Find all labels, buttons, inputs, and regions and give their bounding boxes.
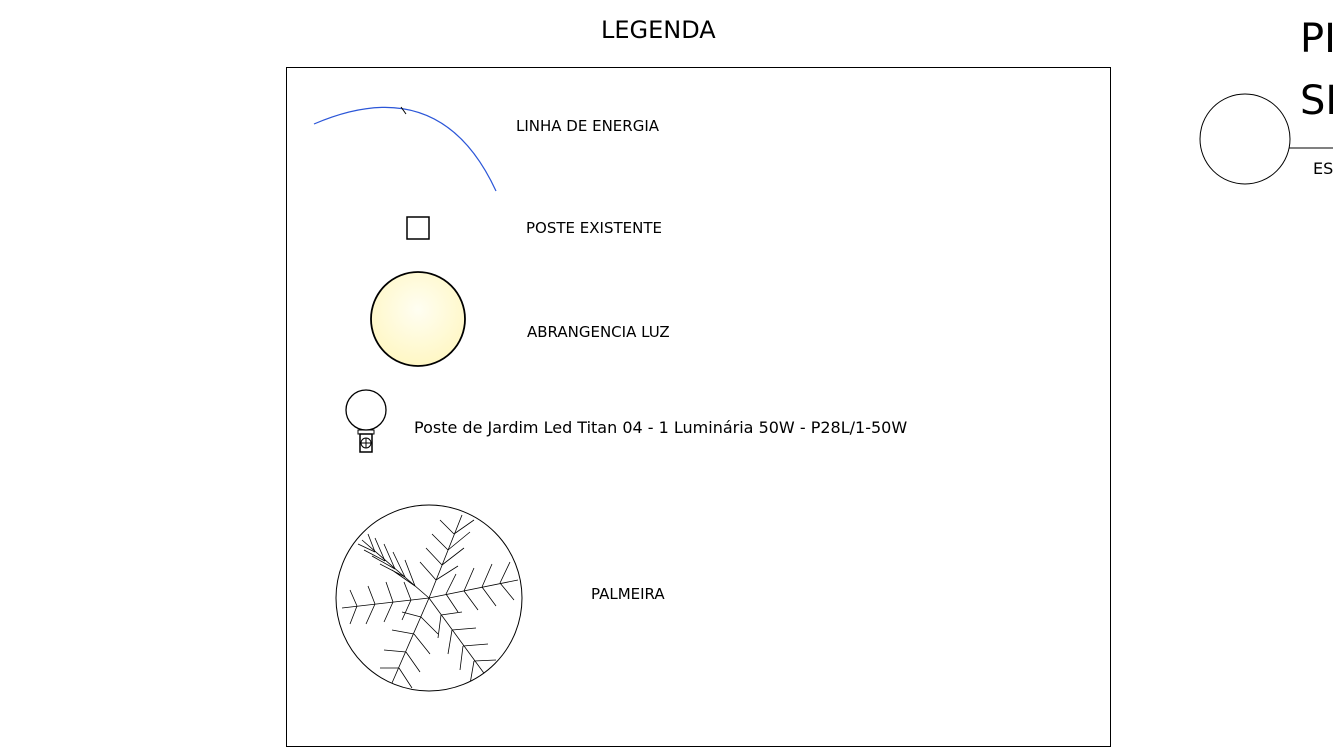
palm-tree-icon	[335, 504, 523, 692]
legend-label-existing-pole: POSTE EXISTENTE	[526, 219, 662, 237]
sheet-header-small: ES	[1313, 159, 1333, 178]
legend-label-power-line: LINHA DE ENERGIA	[516, 117, 660, 135]
power-line-tick	[400, 106, 407, 115]
power-line-icon	[313, 106, 497, 192]
existing-pole-icon	[406, 216, 430, 240]
legend-title: LEGENDA	[601, 16, 716, 44]
sheet-header-graphic	[1199, 93, 1333, 185]
light-coverage-icon	[370, 271, 466, 367]
legend-label-garden-lamp: Poste de Jardim Led Titan 04 - 1 Luminár…	[414, 418, 908, 437]
sheet-header-line1: PI	[1300, 16, 1333, 62]
legend-symbols	[313, 93, 1333, 692]
garden-lamp-icon	[345, 389, 387, 453]
sheet-header-line2: SI	[1300, 78, 1333, 124]
legend-label-palm-tree: PALMEIRA	[591, 585, 665, 603]
legend-label-light-coverage: ABRANGENCIA LUZ	[527, 323, 670, 341]
